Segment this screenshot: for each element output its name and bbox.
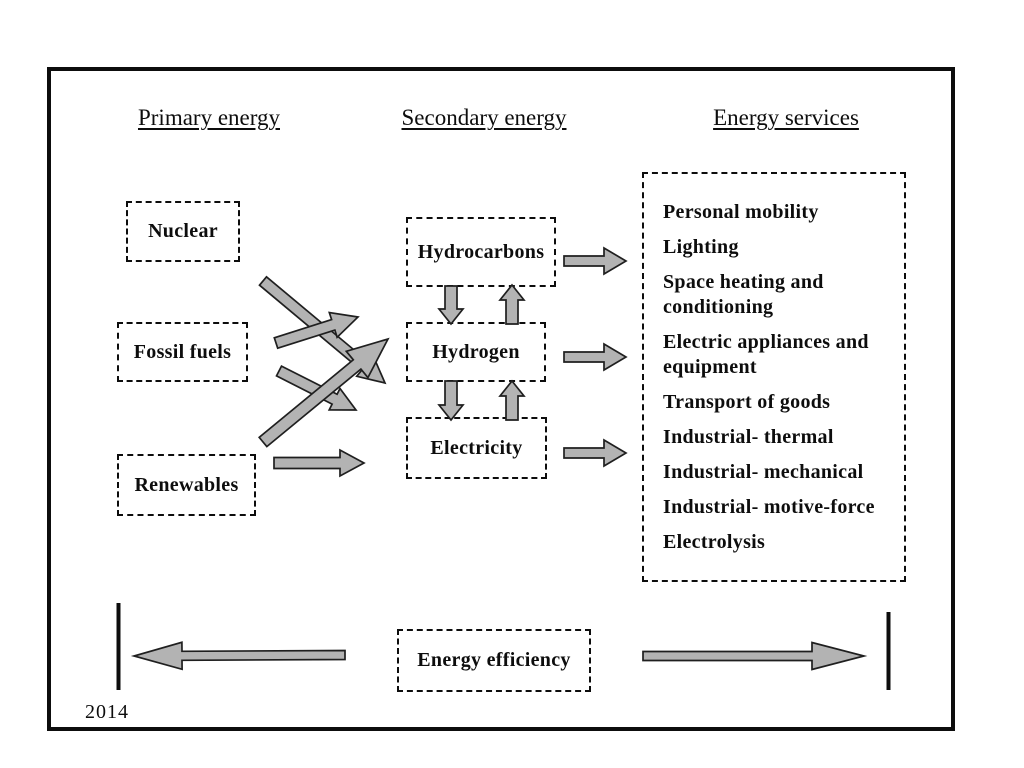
box-fossil-fuels: Fossil fuels [117, 322, 248, 382]
box-renewables-label: Renewables [134, 473, 239, 496]
service-item-personal-mobility: Personal mobility [663, 201, 819, 223]
box-electricity: Electricity [406, 417, 547, 479]
box-nuclear: Nuclear [126, 201, 240, 262]
box-fossil-fuels-label: Fossil fuels [133, 340, 232, 363]
box-nuclear-label: Nuclear [148, 220, 218, 242]
box-hydrogen: Hydrogen [406, 322, 546, 382]
service-item-industrial-thermal: Industrial- thermal [663, 426, 834, 448]
column-header-primary-energy: Primary energy [137, 105, 280, 130]
box-energy-efficiency: Energy efficiency [397, 629, 591, 692]
box-hydrocarbons-label: Hydrocarbons [417, 240, 545, 263]
year-label: 2014 [85, 701, 129, 723]
service-item-industrial-mechanical: Industrial- mechanical [663, 461, 864, 483]
box-renewables: Renewables [117, 454, 256, 516]
box-energy-services: Personal mobility Lighting Space heating… [642, 172, 906, 582]
column-header-energy-services: Energy services [713, 105, 859, 130]
outer-frame [47, 67, 955, 731]
service-item-lighting: Lighting [663, 236, 739, 258]
box-hydrogen-label: Hydrogen [432, 340, 520, 363]
column-header-secondary-energy: Secondary energy [401, 105, 567, 130]
box-hydrocarbons: Hydrocarbons [406, 217, 556, 287]
service-item-industrial-motive-force: Industrial- motive-force [663, 496, 875, 518]
box-energy-efficiency-label: Energy efficiency [417, 649, 571, 671]
box-electricity-label: Electricity [430, 436, 523, 459]
service-item-electric-appliances: Electric appliances and equipment [663, 331, 869, 378]
service-item-electrolysis: Electrolysis [663, 531, 766, 553]
service-item-space-heating: Space heating and conditioning [663, 271, 824, 318]
service-item-transport-of-goods: Transport of goods [663, 391, 831, 413]
